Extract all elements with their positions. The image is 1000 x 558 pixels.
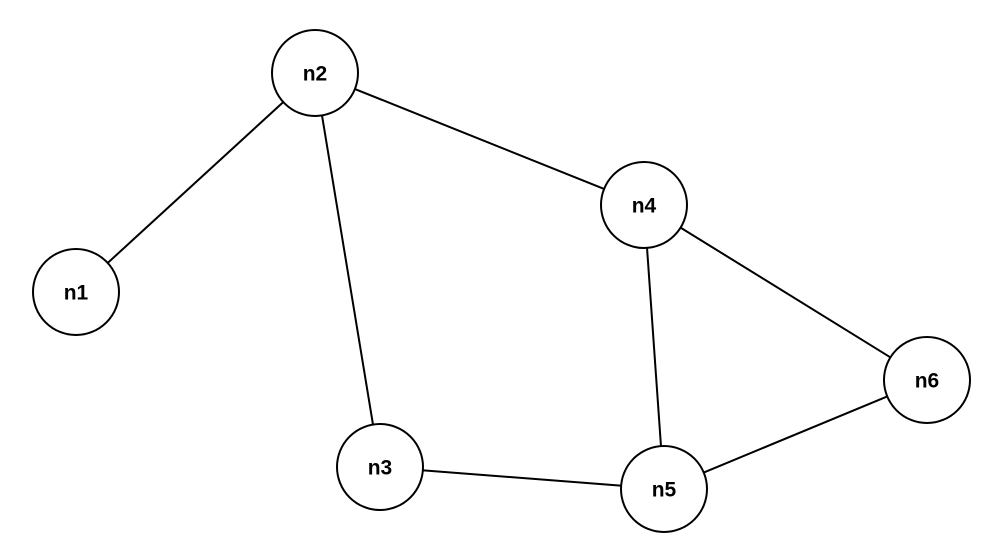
node-circle-n2[interactable] (271, 29, 359, 117)
node-label-n3: n3 (368, 457, 393, 480)
node-circle-n5[interactable] (620, 445, 708, 533)
node-circle-n3[interactable] (336, 423, 424, 511)
graph-node-n6[interactable]: n6 (883, 336, 971, 424)
node-circle-n6[interactable] (883, 336, 971, 424)
node-label-n2: n2 (303, 63, 328, 86)
node-label-n5: n5 (652, 479, 677, 502)
node-label-n1: n1 (64, 282, 89, 305)
edge-layer (105, 87, 893, 487)
graph-node-n4[interactable]: n4 (600, 161, 688, 249)
graph-edge-n5-n6 (701, 395, 890, 474)
graph-node-n1[interactable]: n1 (32, 248, 120, 336)
node-label-n6: n6 (915, 370, 940, 393)
graph-edge-n4-n6 (678, 226, 893, 359)
graph-edge-n3-n5 (420, 469, 624, 487)
graph-edge-n4-n5 (645, 245, 663, 449)
graph-node-n3[interactable]: n3 (336, 423, 424, 511)
graph-node-n5[interactable]: n5 (620, 445, 708, 533)
node-circle-n4[interactable] (600, 161, 688, 249)
graph-edge-n2-n3 (320, 113, 375, 427)
graph-node-n2[interactable]: n2 (271, 29, 359, 117)
node-layer: n1 n2 n3 n4 n5 n6 (32, 29, 971, 533)
node-circle-n1[interactable] (32, 248, 120, 336)
graph-edge-n1-n2 (105, 100, 286, 265)
node-label-n4: n4 (632, 195, 657, 218)
graph-edge-n2-n4 (352, 87, 607, 191)
